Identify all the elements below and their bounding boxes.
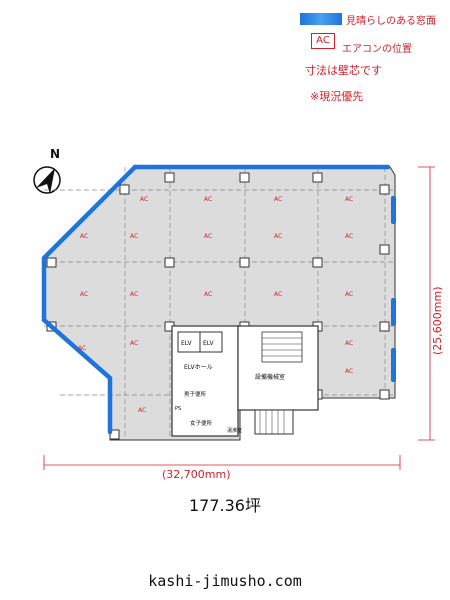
elv-hall-label: ELVホール xyxy=(184,364,213,371)
ac-units: AC AC AC AC AC AC AC AC AC AC AC AC AC A… xyxy=(80,196,353,414)
legend-priority-note: ※現況優先 xyxy=(310,90,364,103)
ac-unit: AC xyxy=(130,340,138,347)
legend-dimension-note: 寸法は壁芯です xyxy=(305,64,382,77)
ac-unit: AC xyxy=(130,233,138,240)
ac-unit: AC xyxy=(345,340,353,347)
womens-wc-label: 女子便所 xyxy=(190,419,213,427)
ac-unit: AC xyxy=(78,345,86,352)
elv-label-2: ELV xyxy=(203,340,214,347)
duct-room-label: 設備機械室 xyxy=(255,373,285,381)
ps-label: PS xyxy=(175,406,181,412)
legend-ac-symbol: AC xyxy=(311,33,335,49)
elv-label-1: ELV xyxy=(181,340,192,347)
ac-unit: AC xyxy=(204,196,212,203)
dimension-lines xyxy=(43,166,435,470)
hot-water-room-label: 湯沸室 xyxy=(227,427,242,434)
site-url: kashi-jimusho.com xyxy=(148,572,302,590)
ac-unit: AC xyxy=(138,407,146,414)
floor-area-total: 177.36坪 xyxy=(189,496,261,515)
mens-wc-label: 男子便所 xyxy=(184,390,207,398)
legend-view-window: 見晴らしのある窓面 xyxy=(346,16,436,27)
view-windows xyxy=(41,164,391,435)
ac-unit: AC xyxy=(274,291,282,298)
ac-unit: AC xyxy=(345,291,353,298)
east-windows xyxy=(391,196,396,382)
ac-unit: AC xyxy=(80,291,88,298)
depth-dimension: (25,600mm) xyxy=(431,286,444,355)
ac-unit: AC xyxy=(345,233,353,240)
legend-ac-position: エアコンの位置 xyxy=(342,44,412,55)
ac-unit: AC xyxy=(274,233,282,240)
ac-unit: AC xyxy=(140,196,148,203)
ac-unit: AC xyxy=(204,233,212,240)
compass-label: N xyxy=(50,147,60,161)
ac-unit: AC xyxy=(80,233,88,240)
ac-unit: AC xyxy=(345,196,353,203)
width-dimension: (32,700mm) xyxy=(162,468,231,481)
core-area: ELV ELV ELVホール 設備機械室 男子便所 女子便所 湯沸室 PS xyxy=(171,325,319,437)
north-compass-icon: N xyxy=(33,147,61,194)
view-window-swatch xyxy=(300,13,342,25)
ac-unit: AC xyxy=(274,196,282,203)
ac-unit: AC xyxy=(204,291,212,298)
ac-unit: AC xyxy=(130,291,138,298)
ac-unit: AC xyxy=(345,368,353,375)
